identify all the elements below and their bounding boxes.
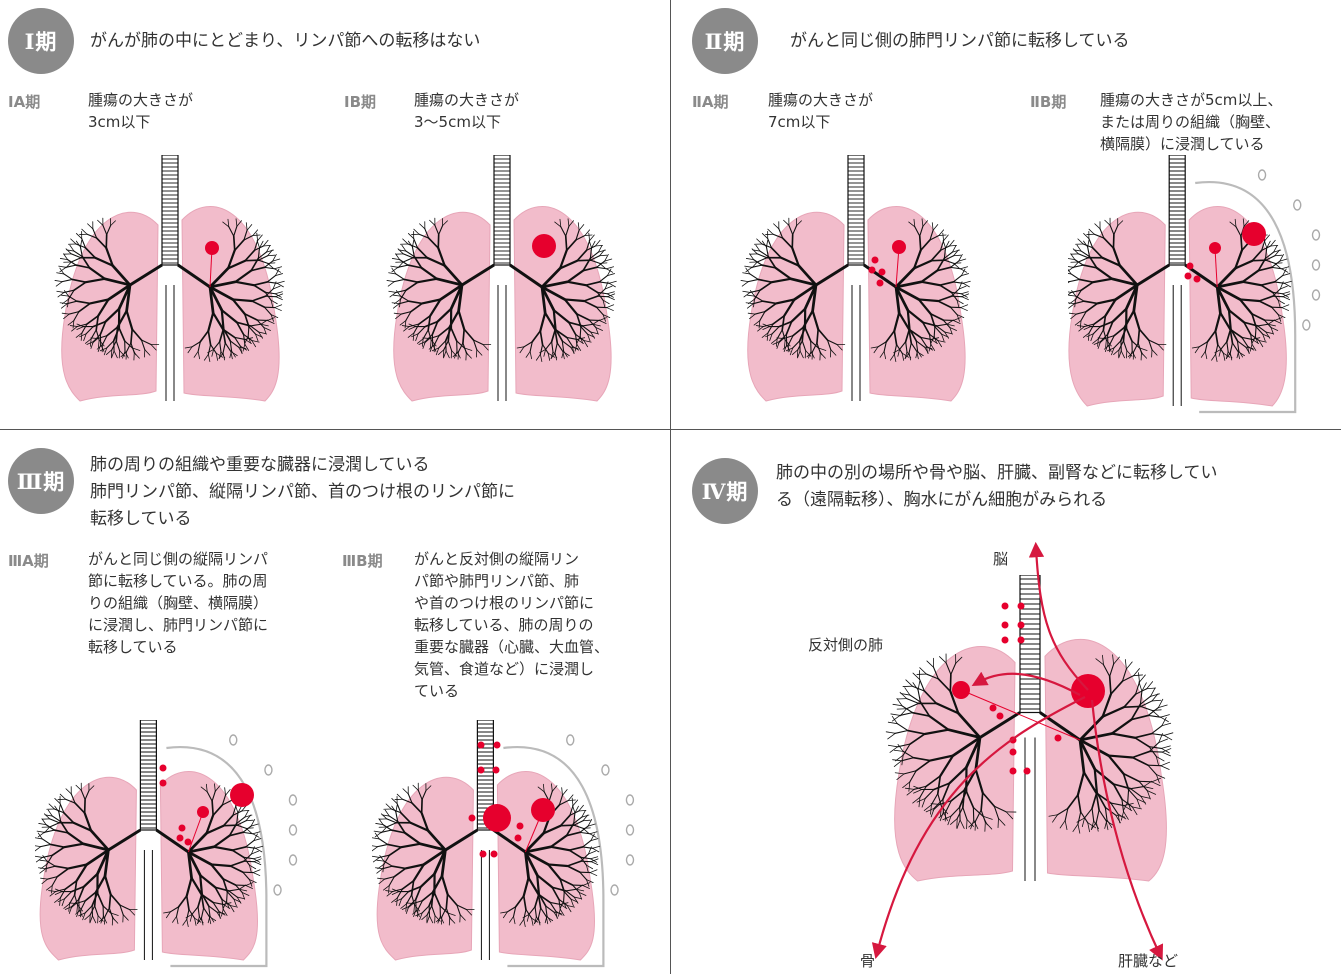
label-bone: 骨: [860, 950, 875, 971]
arrow-to-brain: [1036, 548, 1088, 690]
arrow-to-bone: [877, 697, 1085, 953]
arrow-to-liver: [1092, 700, 1160, 955]
arrow-to-opposite-lung: [977, 674, 1080, 695]
label-liver: 肝臓など: [1118, 950, 1178, 971]
label-opposite-lung: 反対側の肺: [808, 634, 883, 655]
label-brain: 脳: [993, 548, 1008, 569]
